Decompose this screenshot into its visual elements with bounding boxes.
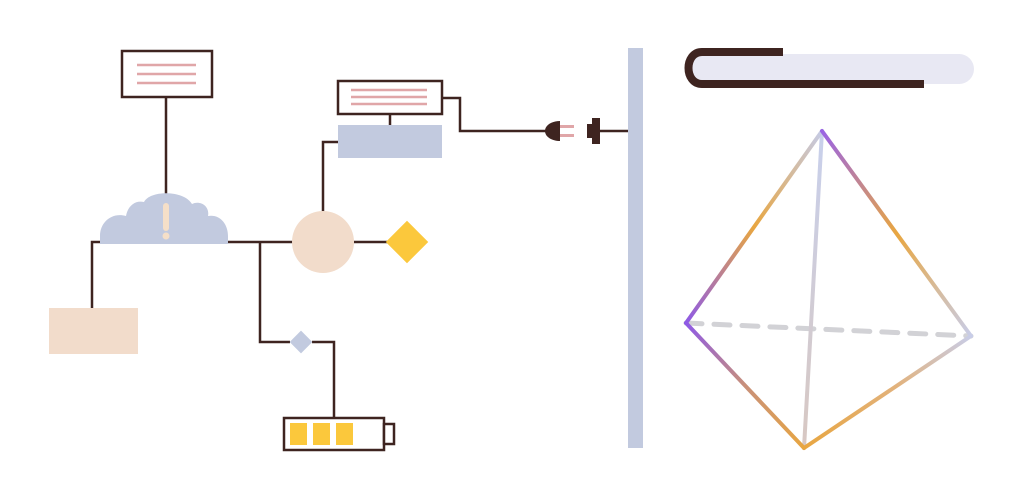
power-socket-icon: [587, 118, 600, 144]
battery-cell: [336, 423, 353, 445]
line-device-to-plug: [442, 96, 548, 133]
line-cloud-to-peach-box: [90, 240, 100, 308]
battery-icon: [282, 416, 396, 452]
tetra-back-edge: [683, 320, 974, 339]
tetra-edge: [684, 321, 806, 450]
power-plug-icon: [545, 121, 574, 141]
wall-divider: [628, 48, 643, 448]
tetra-edge: [802, 334, 973, 450]
note-text-lines: [137, 63, 196, 85]
device-base-box: [338, 125, 442, 158]
plug-prong: [560, 125, 574, 128]
line-circle-to-device: [321, 140, 338, 212]
battery-cell: [290, 423, 307, 445]
small-diamond-icon: [289, 330, 313, 354]
paperclip-icon: [684, 48, 974, 88]
tetrahedron-icon: [683, 129, 974, 450]
tetra-edge: [802, 129, 824, 450]
connector-lines: [90, 96, 628, 418]
plug-prong: [560, 134, 574, 137]
plug-body: [545, 121, 560, 141]
battery-terminal: [382, 422, 396, 446]
line-to-small-diamond: [258, 242, 290, 344]
diamond-node-icon: [385, 220, 429, 264]
device-node: [336, 79, 444, 158]
circle-node-icon: [292, 211, 354, 273]
alert-mark-dot: [162, 232, 170, 240]
lavender-bar: [688, 54, 974, 84]
socket-body: [592, 118, 600, 144]
device-note-lines: [351, 88, 427, 106]
line-diamond-to-battery: [312, 340, 336, 418]
socket-front: [587, 124, 593, 138]
note-card-top-left: [120, 49, 214, 99]
battery-cell: [313, 423, 330, 445]
cloud-alert-node: [100, 193, 228, 244]
clip-wire: [684, 48, 924, 88]
tetra-edge: [820, 129, 973, 338]
peach-box: [49, 308, 138, 354]
tetra-edge: [684, 129, 824, 325]
